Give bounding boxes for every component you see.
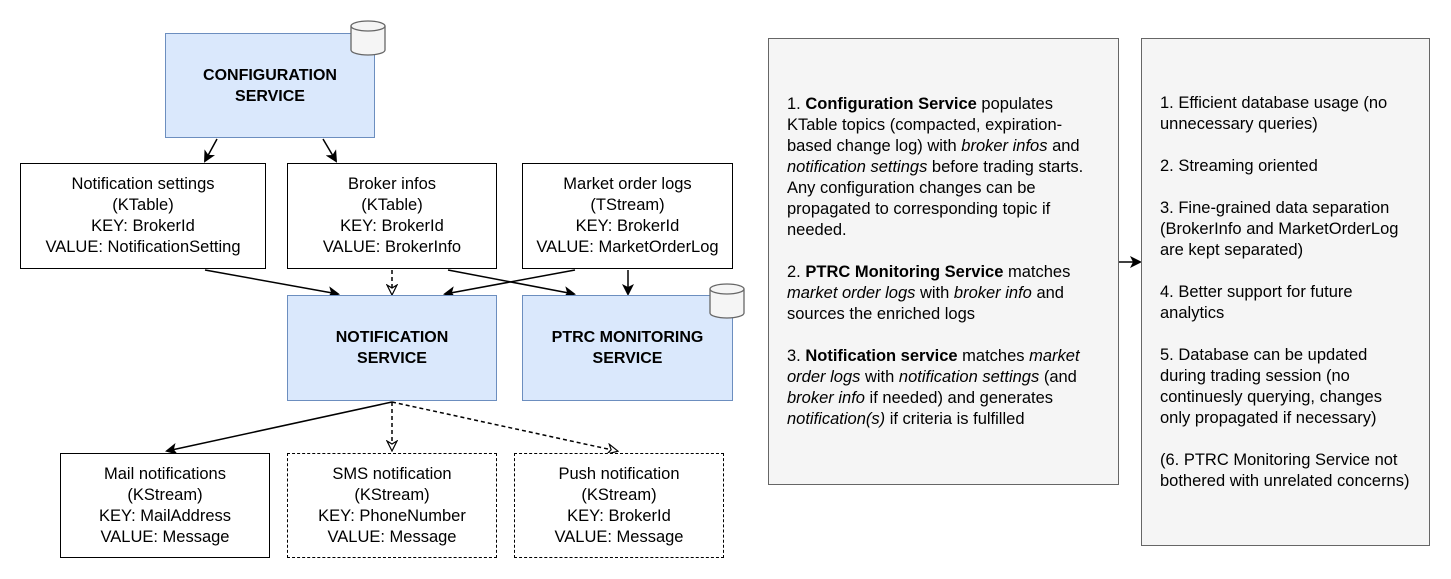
edge-config-to-notification-settings [204,138,218,163]
description-step-3: 3. Notification service matches market o… [787,346,1080,428]
description-step-1: 1. Configuration Service populates KTabl… [787,94,1084,239]
database-icon [350,20,386,56]
topic-value: VALUE: NotificationSetting [45,238,241,256]
topic-type: (KTable) [361,196,423,214]
topic-key: KEY: MailAddress [98,506,232,525]
topic-type: (TStream) [590,196,665,214]
topic-key: KEY: BrokerId [340,217,444,235]
benefit-item: 1. Efficient database usage (no unnecess… [1160,93,1388,133]
benefit-item: 3. Fine-grained data separation (BrokerI… [1160,198,1399,259]
notification-service-label-1: NOTIFICATION [335,329,449,346]
topic-title: Push notification [558,464,680,483]
topic-title: Notification settings [71,175,215,193]
topic-key: KEY: PhoneNumber [318,506,466,525]
topic-value: VALUE: BrokerInfo [322,238,462,256]
push-notification-topic[interactable]: Push notification (KStream) KEY: BrokerI… [514,453,724,558]
edge-config-to-broker-infos [322,138,338,163]
description-panel: 1. Configuration Service populates KTabl… [768,38,1119,485]
sms-notification-topic[interactable]: SMS notification (KStream) KEY: PhoneNum… [287,453,497,558]
edge-settings-to-notification-service [204,269,340,299]
topic-key: KEY: BrokerId [91,217,195,235]
configuration-service[interactable]: CONFIGURATION SERVICE [165,33,375,138]
mail-notifications-topic[interactable]: Mail notifications (KStream) KEY: MailAd… [60,453,270,558]
topic-type: (KStream) [127,485,203,504]
topic-title: Mail notifications [104,464,226,483]
edge-market-logs-to-notification-service [443,269,576,299]
edge-broker-infos-to-ptrc [447,269,576,299]
topic-key: KEY: BrokerId [567,506,671,525]
benefit-item: (6. PTRC Monitoring Service not bothered… [1160,450,1410,490]
step-2-bold: PTRC Monitoring Service [805,262,1004,281]
topic-title: Broker infos [347,175,437,193]
configuration-service-label-1: CONFIGURATION [203,66,337,84]
configuration-service-label-2: SERVICE [235,87,305,105]
topic-type: (KTable) [112,196,174,214]
market-order-logs-topic[interactable]: Market order logs (TStream) KEY: BrokerI… [522,163,733,269]
topic-value: VALUE: Message [327,527,457,546]
description-step-2: 2. PTRC Monitoring Service matches marke… [787,262,1071,323]
topic-key: KEY: BrokerId [575,217,680,235]
database-icon [709,283,745,319]
topic-type: (KStream) [354,485,430,504]
benefits-panel: 1. Efficient database usage (no unnecess… [1141,38,1430,546]
broker-infos-topic[interactable]: Broker infos (KTable) KEY: BrokerId VALU… [287,163,497,269]
topic-type: (KStream) [581,485,657,504]
topic-title: Market order logs [563,175,692,193]
topic-title: SMS notification [332,464,452,483]
ptrc-service-label-1: PTRC MONITORING [551,329,704,346]
topic-value: VALUE: MarketOrderLog [536,238,719,256]
notification-settings-topic[interactable]: Notification settings (KTable) KEY: Brok… [20,163,266,269]
benefit-item: 5. Database can be updated during tradin… [1160,345,1382,427]
step-3-bold: Notification service [805,346,958,365]
benefit-item: 2. Streaming oriented [1160,156,1318,175]
edge-notification-to-push [391,401,617,451]
step-1-bold: Configuration Service [805,94,977,113]
ptrc-service-label-2: SERVICE [592,350,663,367]
edge-notification-to-mail [165,401,393,455]
topic-value: VALUE: Message [100,527,230,546]
notification-service[interactable]: NOTIFICATION SERVICE [287,295,497,401]
topic-value: VALUE: Message [554,527,684,546]
benefit-item: 4. Better support for future analytics [1160,282,1353,322]
notification-service-label-2: SERVICE [357,350,427,367]
ptrc-monitoring-service[interactable]: PTRC MONITORING SERVICE [522,295,733,401]
